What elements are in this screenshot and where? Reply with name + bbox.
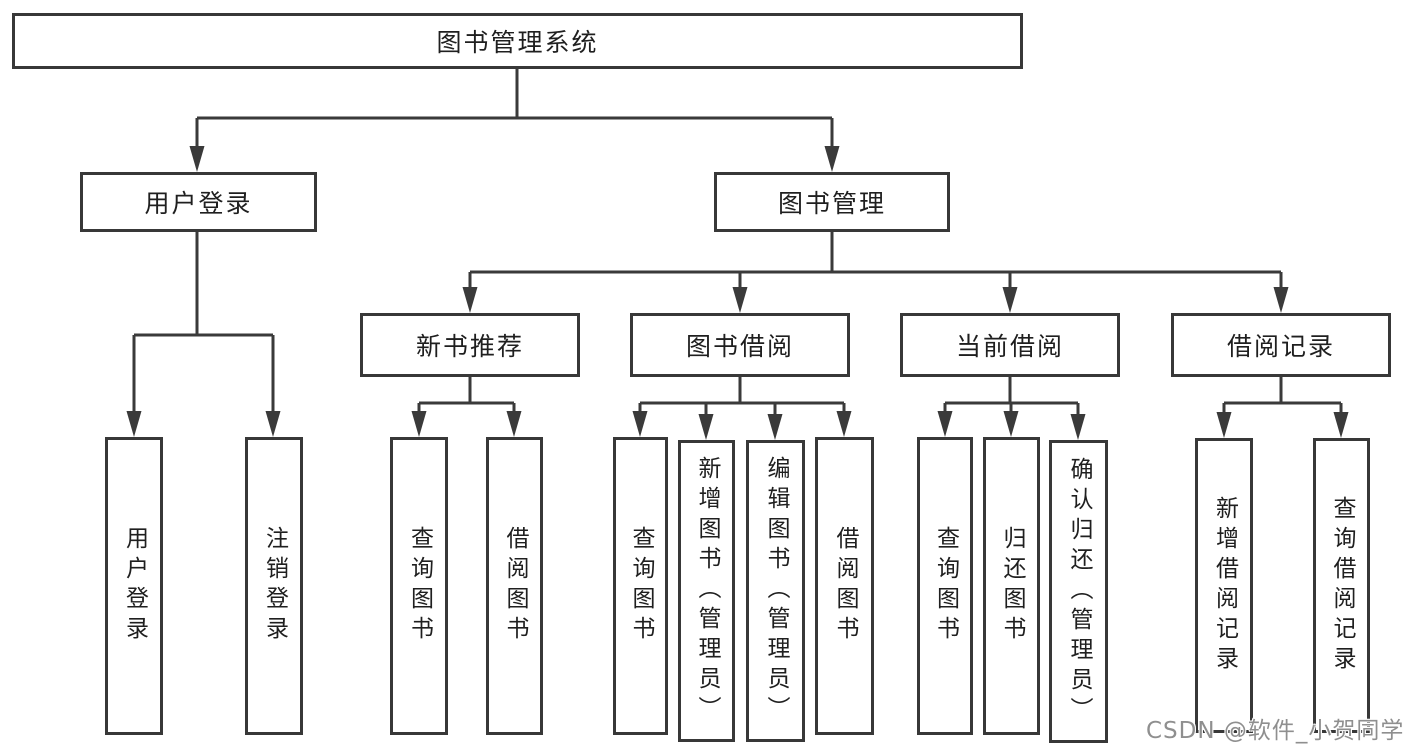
leaf-recommend-borrow-books: 借阅图书	[486, 437, 543, 735]
leaf-borrowing-add-books: 新增图书（管理员）	[678, 440, 735, 742]
leaf-borrowing-query-books: 查询图书	[613, 437, 668, 735]
leaf-borrowing-borrow-books: 借阅图书	[815, 437, 874, 735]
node-new-book-recommend: 新书推荐	[360, 313, 580, 377]
node-book-borrowing: 图书借阅	[630, 313, 850, 377]
node-borrowing-records: 借阅记录	[1171, 313, 1391, 377]
node-book-management: 图书管理	[714, 172, 950, 232]
leaf-logout: 注销登录	[245, 437, 303, 735]
leaf-borrowing-edit-books: 编辑图书（管理员）	[746, 440, 805, 742]
leaf-records-add-record: 新增借阅记录	[1195, 438, 1253, 733]
leaf-records-query-record: 查询借阅记录	[1313, 438, 1370, 733]
leaf-current-return-books: 归还图书	[983, 437, 1040, 735]
watermark: CSDN @软件_小贺同学	[1146, 718, 1405, 744]
leaf-user-login: 用户登录	[105, 437, 163, 735]
node-current-borrowing: 当前借阅	[900, 313, 1120, 377]
leaf-current-confirm-return: 确认归还（管理员）	[1049, 440, 1108, 743]
node-library-system: 图书管理系统	[12, 13, 1023, 69]
leaf-recommend-query-books: 查询图书	[390, 437, 448, 735]
node-user-login: 用户登录	[80, 172, 317, 232]
leaf-current-query-books: 查询图书	[917, 437, 973, 735]
